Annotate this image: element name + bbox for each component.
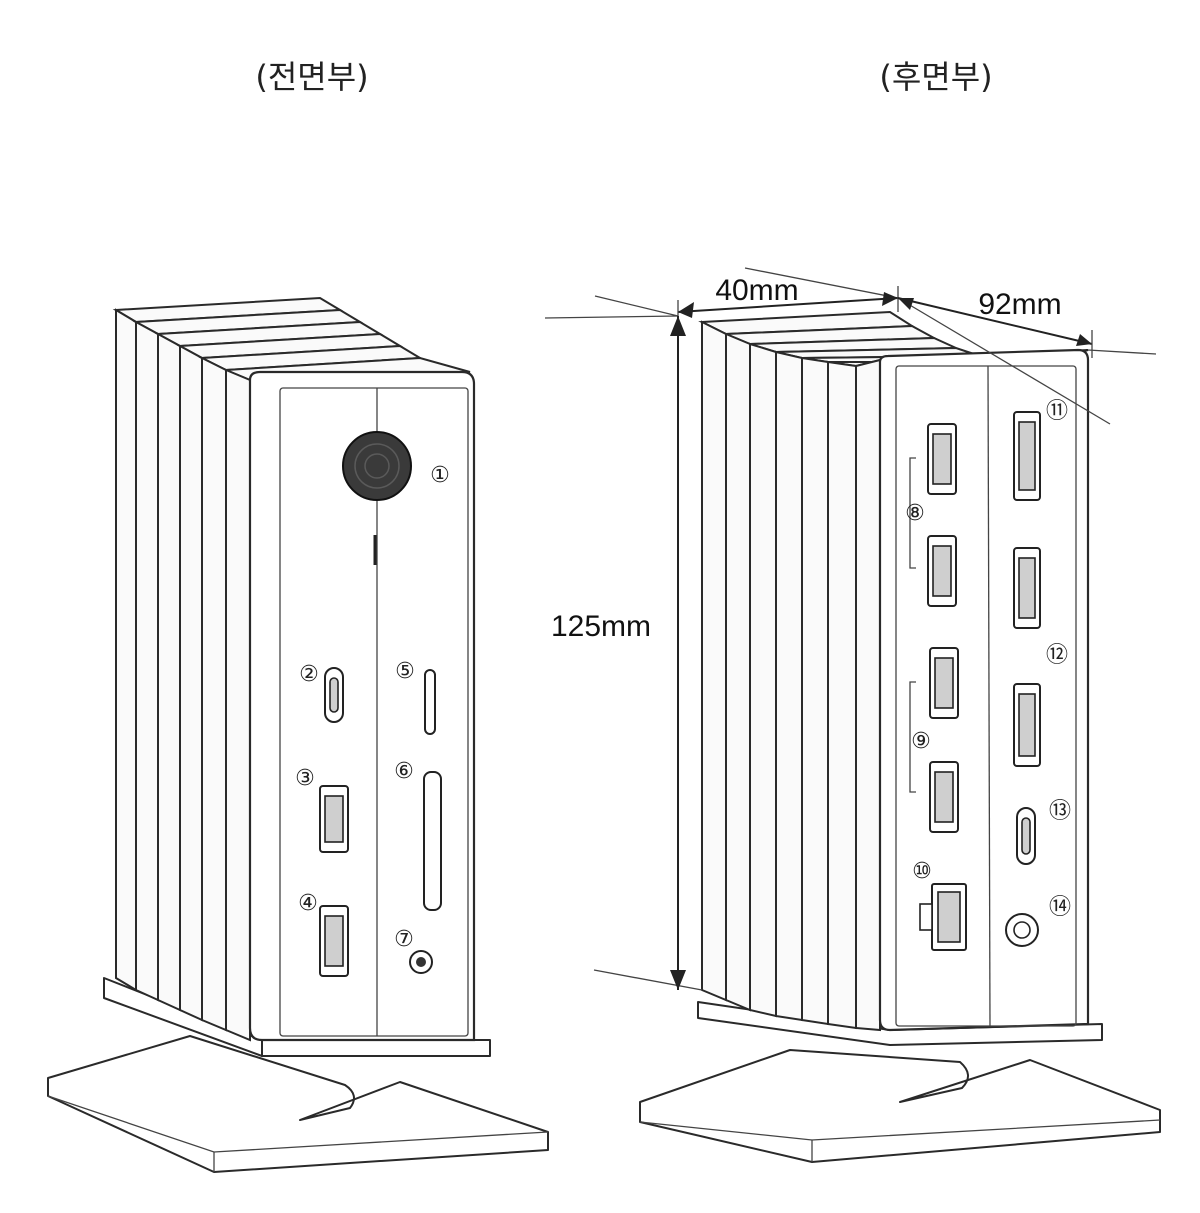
callout-6: ⑥ xyxy=(394,759,414,784)
callout-5: ⑤ xyxy=(395,659,415,684)
depth-dimension-line xyxy=(677,297,899,313)
rear-panel xyxy=(878,348,1090,1032)
callout-12: ⑫ xyxy=(1046,643,1068,668)
callout-14: ⑭ xyxy=(1049,895,1071,920)
callout-8: ⑧ xyxy=(905,501,925,526)
callout-11: ⑪ xyxy=(1046,399,1068,424)
front-stand-base xyxy=(47,1035,549,1173)
callout-3: ③ xyxy=(295,766,315,791)
depth-label: 40mm xyxy=(715,274,798,307)
sd-card-slot xyxy=(423,771,442,911)
front-panel xyxy=(248,370,476,1042)
height-label: 125mm xyxy=(551,610,651,643)
dimension-lines xyxy=(544,267,1157,991)
width-dimension-line xyxy=(897,297,1093,345)
front-device xyxy=(47,296,549,1173)
power-button xyxy=(342,431,412,501)
microsd-slot xyxy=(424,669,436,735)
rear-stand-base xyxy=(639,1049,1161,1163)
width-label: 92mm xyxy=(978,288,1061,321)
callout-9: ⑨ xyxy=(911,729,931,754)
callout-1: ① xyxy=(430,463,450,488)
rear-view-title: (후면부) xyxy=(879,58,992,96)
callout-7: ⑦ xyxy=(394,927,414,952)
callout-4: ④ xyxy=(298,891,318,916)
callout-2: ② xyxy=(299,662,319,687)
callout-10: ⑩ xyxy=(912,859,932,884)
rear-device xyxy=(639,310,1161,1163)
front-view-title: (전면부) xyxy=(255,58,368,96)
callout-13: ⑬ xyxy=(1049,799,1071,824)
